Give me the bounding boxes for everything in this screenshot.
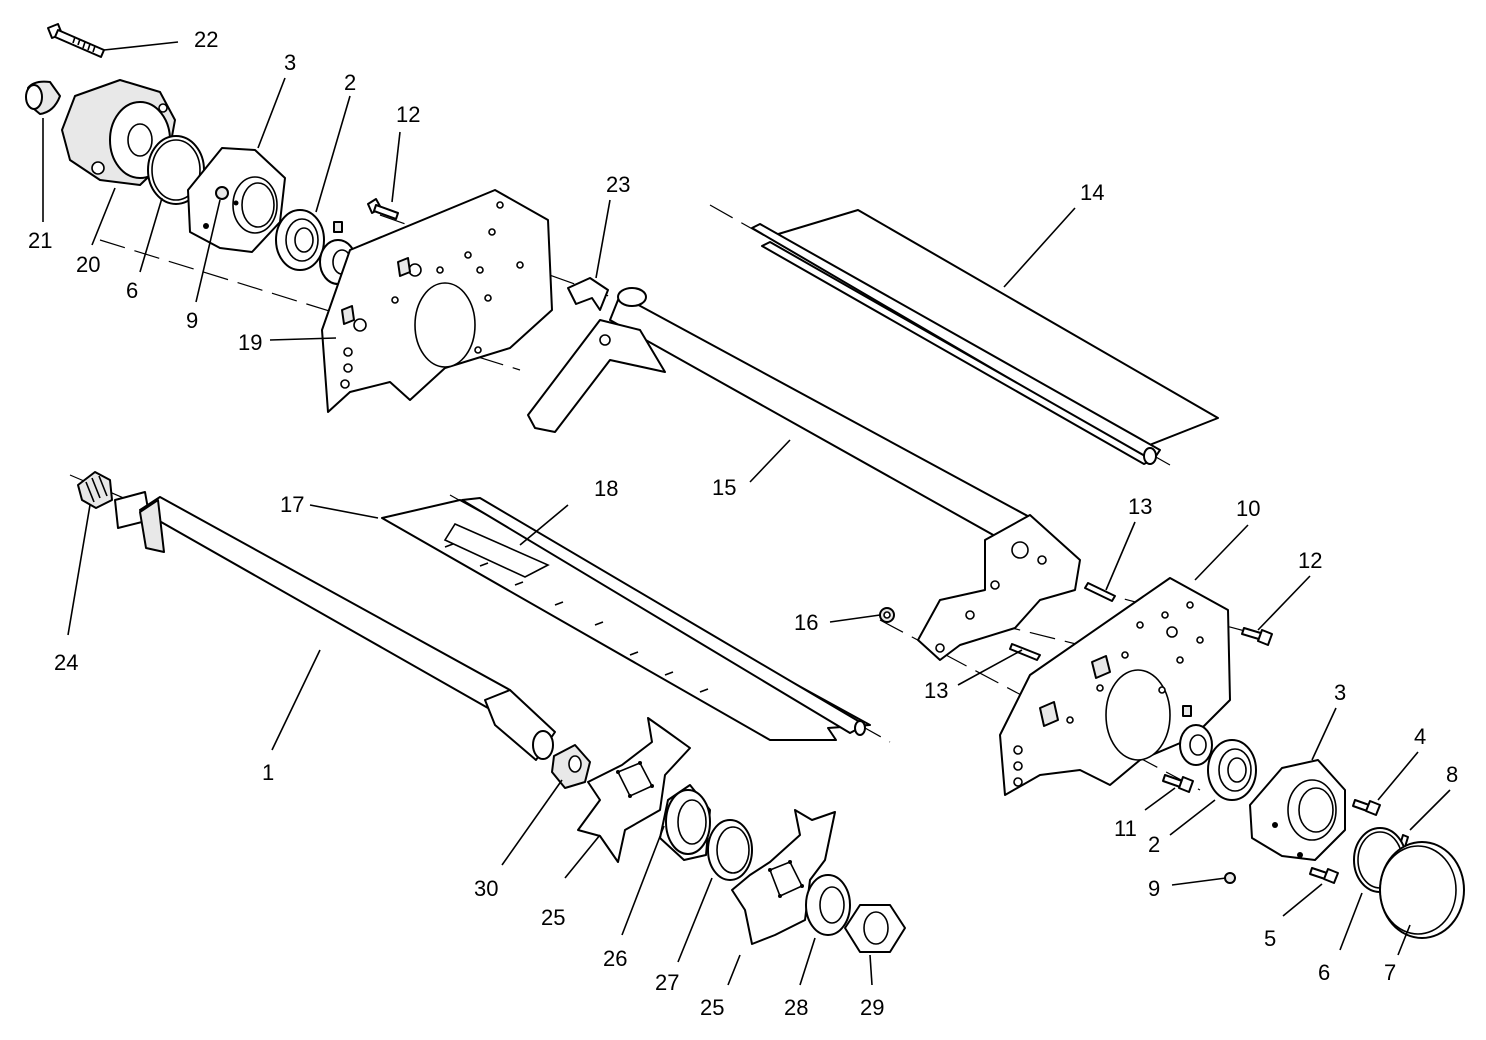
callout-6-upper: 6: [126, 278, 138, 303]
callout-7: 7: [1384, 960, 1396, 985]
side-plate-19: [321, 189, 553, 413]
spacer-26: [659, 784, 711, 861]
callout-20: 20: [76, 252, 100, 277]
reel-shaft-1: [114, 491, 556, 761]
flange-3-upper: [187, 147, 286, 253]
screw-5: [1309, 867, 1339, 884]
set-screw-9-upper: [215, 186, 239, 206]
callout-25-a: 25: [541, 905, 565, 930]
callout-15: 15: [712, 475, 736, 500]
bedknife-17: [381, 499, 871, 741]
set-screw-9-lower: [1224, 872, 1236, 884]
callout-14: 14: [1080, 180, 1104, 205]
callout-29: 29: [860, 995, 884, 1020]
callout-21: 21: [28, 228, 52, 253]
pin-13-upper: [1084, 582, 1116, 602]
callout-10: 10: [1236, 496, 1260, 521]
callout-9-upper: 9: [186, 308, 198, 333]
bearing-2-lower: [1207, 739, 1257, 801]
tube-15: [527, 287, 1081, 661]
callout-16: 16: [794, 610, 818, 635]
callout-4: 4: [1414, 724, 1426, 749]
leader-lines: [42, 41, 1451, 986]
screw-4: [1352, 799, 1381, 816]
callout-17: 17: [280, 492, 304, 517]
callout-11: 11: [1114, 816, 1137, 841]
bearing-2-upper: [275, 209, 325, 271]
bolt-12-upper: [367, 198, 399, 220]
bolt-22: [47, 23, 105, 58]
callout-5: 5: [1264, 926, 1276, 951]
callout-2-upper: 2: [344, 70, 356, 95]
callout-8: 8: [1446, 762, 1458, 787]
pin-13-lower: [1009, 643, 1041, 661]
callout-18: 18: [594, 476, 618, 501]
bolt-12-lower: [1241, 627, 1273, 646]
callout-19: 19: [238, 330, 262, 355]
washer-27: [707, 819, 753, 881]
fitting-24: [77, 471, 113, 509]
cutter-disc-25-a: [577, 717, 691, 863]
callout-1: 1: [262, 760, 274, 785]
callout-28: 28: [784, 995, 808, 1020]
nut-16: [879, 607, 895, 623]
callout-22: 22: [194, 27, 218, 52]
callout-13-upper: 13: [1128, 494, 1152, 519]
cap-7: [1379, 841, 1465, 939]
nut-29: [844, 904, 906, 953]
plug-21: [25, 80, 61, 115]
insert-30: [551, 744, 591, 789]
callout-25-b: 25: [700, 995, 724, 1020]
callout-12-lower: 12: [1298, 548, 1322, 573]
shield-14: [751, 209, 1219, 465]
callout-9-lower: 9: [1148, 876, 1160, 901]
callout-3-lower: 3: [1334, 680, 1346, 705]
callout-24: 24: [54, 650, 78, 675]
bracket-23: [567, 277, 609, 311]
bolt-11: [1162, 774, 1194, 793]
side-plate-10: [999, 577, 1231, 796]
callout-6-lower: 6: [1318, 960, 1330, 985]
callout-2-lower: 2: [1148, 832, 1160, 857]
callout-27: 27: [655, 970, 679, 995]
callout-12-upper: 12: [396, 102, 420, 127]
callout-labels: 22 21 20 6 9 3 2 12 19 23 14 15 17 18 24…: [28, 27, 1458, 1020]
callout-26: 26: [603, 946, 627, 971]
callout-30: 30: [474, 876, 498, 901]
washer-28: [805, 874, 851, 936]
collar-lower: [1179, 705, 1213, 766]
callout-3-upper: 3: [284, 50, 296, 75]
bedbar-18: [443, 497, 866, 736]
flange-3-lower: [1249, 759, 1346, 861]
callout-13-lower: 13: [924, 678, 948, 703]
callout-23: 23: [606, 172, 630, 197]
